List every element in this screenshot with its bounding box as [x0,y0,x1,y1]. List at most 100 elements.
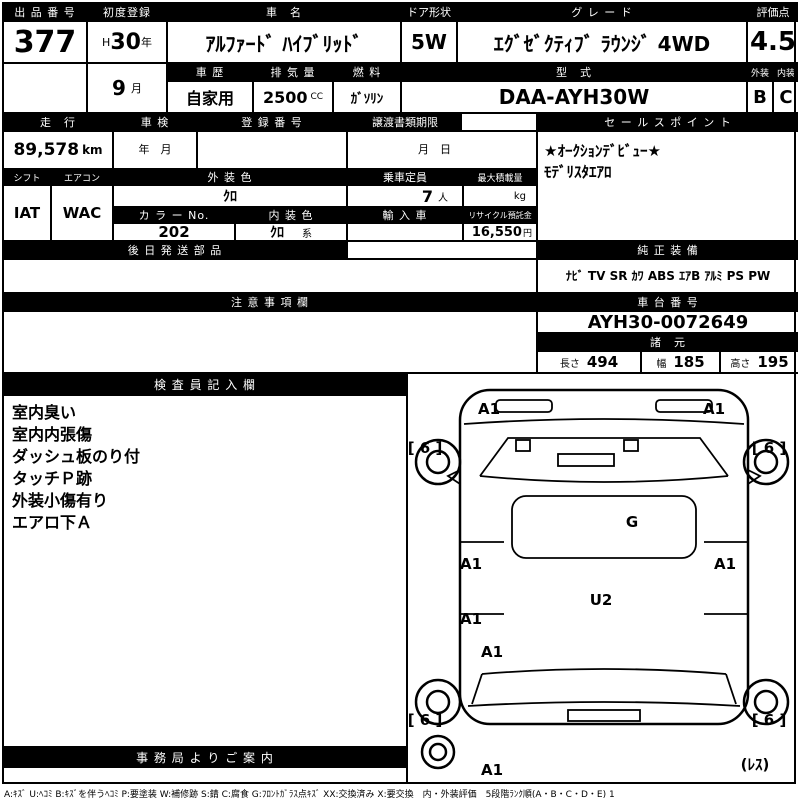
interior-grade-header: 内装 [772,62,798,80]
damage-marker: A1 [702,400,726,418]
inspector-header: 検 査 員 記 入 欄 [2,372,406,394]
inspector-note: ダッシュ板のり付 [12,447,141,466]
later-parts-header: 後 日 発 送 部 品 [2,240,346,258]
fuel-value: ｶﾞｿﾘﾝ [332,80,400,112]
interior-color-name: ｸﾛ [270,225,284,240]
interior-color-header: 内 装 色 [234,206,346,222]
score-value: 4.5 [746,20,798,62]
aircon-value: WAC [50,184,112,240]
shaken-header: 車 検 [112,112,196,130]
equipment-list: ﾅﾋﾞ TV SR ｶﾜ ABS ｴｱB ｱﾙﾐ PS PW [565,269,771,283]
damage-marker: A1 [459,610,483,628]
inspector-note: 室内臭い [12,403,77,422]
year-unit: 年 [140,36,152,49]
car-outline-drawing [414,388,790,770]
sales-point-line: ★ｵｰｸｼｮﾝﾃﾞﾋﾞｭｰ★ [544,142,661,160]
lot-number-header: 出 品 番 号 [2,2,86,20]
inspector-note: 外装小傷有り [12,491,109,510]
aircon-header: エアコン [50,168,112,184]
model-code-header: 型 式 [400,62,746,80]
capacity-header: 乗車定員 [346,168,462,184]
mileage-unit: km [82,143,103,157]
sales-point-line: ﾓﾃﾞﾘｽﾀｴｱﾛ [544,163,612,181]
legend: A:ｷｽﾞ U:ﾍｺﾐ B:ｷｽﾞを伴うﾍｺﾐ P:要塗装 W:補修跡 S:錆 … [4,790,615,800]
import-car-header: 輸 入 車 [346,206,462,222]
car-name-header: 車 名 [166,2,400,20]
car-name-value: ｱﾙﾌｧｰﾄﾞ ﾊｲﾌﾞﾘｯﾄﾞ [166,20,400,62]
spec-width-value: 185 [673,353,705,371]
damage-marker: [ 6 ] [407,439,443,457]
spec-height-value: 195 [757,353,789,371]
door-shape-value: 5W [400,20,456,62]
damage-marker: [ 6 ] [751,439,787,457]
damage-marker: A1 [480,761,504,779]
damage-marker: [ 6 ] [407,711,443,729]
first-registration-header: 初度登録 [86,2,166,20]
transfer-placeholder: 月 日 [418,143,451,156]
registration-number-header: 登 録 番 号 [196,112,346,130]
score-header: 評価点 [746,2,798,20]
color-no-header: カ ラ ー No. [112,206,234,222]
mileage-number: 89,578 [13,140,80,160]
damage-marker: G [625,513,639,531]
lot-empty-cell [2,62,86,112]
transfer-deadline-value: 月 日 [346,130,536,168]
spec-header: 諸 元 [536,332,798,350]
shaken-value: 年 月 [112,130,196,168]
reg-month: 9 [112,76,126,100]
reg-year: 30 [110,29,141,55]
car-history-header: 車 歴 [166,62,252,80]
inspector-note: エアロ下Ａ [12,513,93,532]
recycle-unit: 円 [522,228,532,239]
interior-color-value: ｸﾛ 系 [234,222,346,240]
office-header: 事 務 局 よ り ご 案 内 [2,746,406,766]
damage-marker: (ﾚｽ) [740,755,770,774]
transfer-deadline-header: 譲渡書類期限 [346,112,462,130]
inspector-note: 室内内張傷 [12,425,93,444]
import-car-value [346,222,462,240]
sales-point-value: ★ｵｰｸｼｮﾝﾃﾞﾋﾞｭｰ★ ﾓﾃﾞﾘｽﾀｴｱﾛ [536,130,798,240]
caution-value [2,310,536,372]
max-load-header: 最大積載量 [462,168,536,184]
month-unit: 月 [130,82,142,95]
transfer-header-gap [462,112,536,130]
spec-length-value: 494 [586,353,619,371]
later-parts-value [2,258,536,292]
shift-value: IAT [2,184,50,240]
max-load-unit: kg [513,190,526,202]
recycle-amount: 16,550 [471,224,522,240]
capacity-number: 7 [421,186,433,206]
office-value [2,766,406,784]
spec-width-label: 幅 [656,358,667,370]
grade-value: ｴｸﾞｾﾞｸﾃｨﾌﾞ ﾗｳﾝｼﾞ 4WD [456,20,746,62]
recycle-deposit-header: リサイクル預託金 [462,206,536,222]
sales-point-header: セ ー ル ス ポ イ ン ト [536,112,798,130]
capacity-unit: 人 [438,192,448,204]
later-parts-gap [346,240,536,258]
chassis-number-value: AYH30-0072649 [536,310,798,332]
color-no-value: 202 [112,222,234,240]
interior-color-suffix: 系 [302,228,312,240]
damage-marker: U2 [589,591,613,609]
inspector-note: タッチＰ跡 [12,469,93,488]
lot-number-value: 377 [2,20,86,62]
spec-width: 幅 185 [640,350,719,372]
damage-marker: [ 6 ] [751,711,787,729]
exterior-color-header: 外 装 色 [112,168,346,184]
car-history-value: 自家用 [166,80,252,112]
displacement-header: 排 気 量 [252,62,332,80]
damage-marker: A1 [713,555,737,573]
door-shape-header: ドア形状 [400,2,456,20]
fuel-header: 燃 料 [332,62,400,80]
displacement-unit: CC [310,92,324,102]
registration-number-value [196,130,346,168]
exterior-grade-value: B [746,80,772,112]
